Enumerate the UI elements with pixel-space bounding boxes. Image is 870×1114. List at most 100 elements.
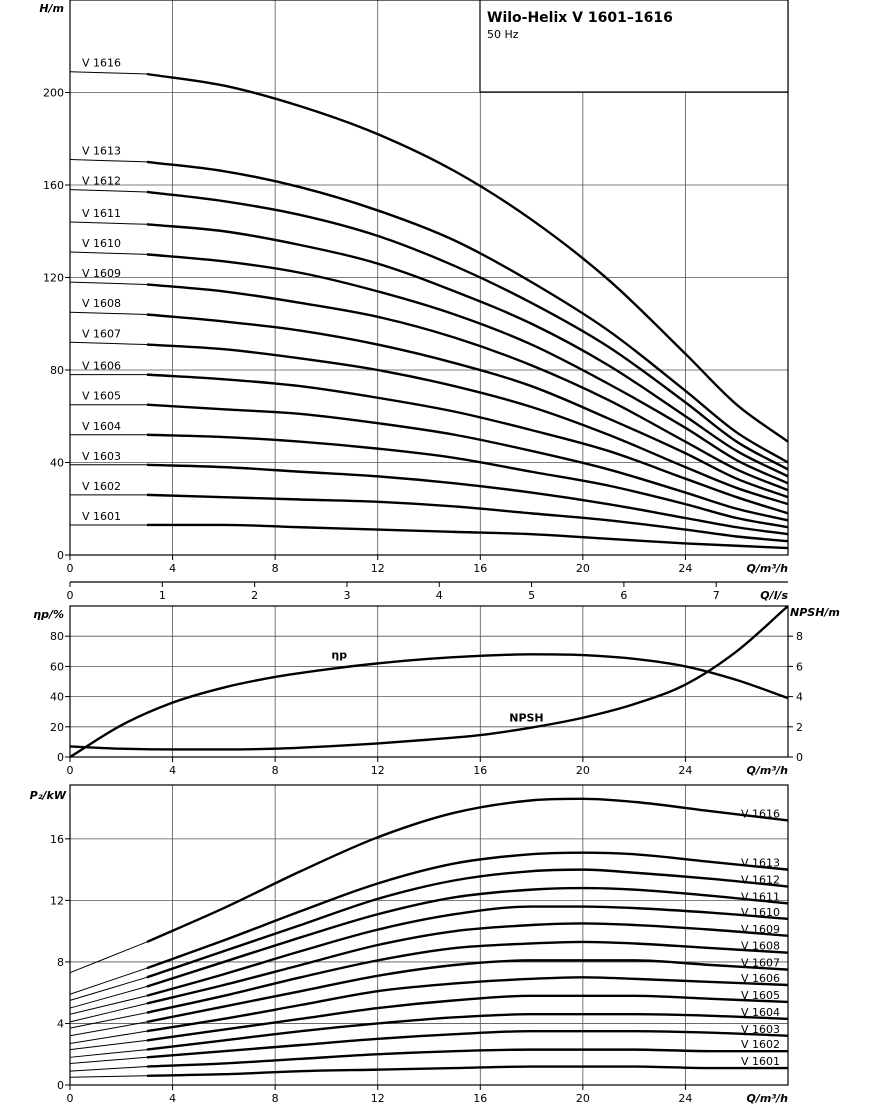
power-curve [146, 976, 789, 1033]
power-curve-label: V 1612 [741, 874, 780, 887]
head-curve-label: V 1605 [82, 390, 121, 403]
pow-xtick-label: 8 [272, 1092, 279, 1105]
power-curve-lead [69, 986, 148, 1009]
head-curve-lead [69, 251, 147, 255]
power-curve [146, 994, 789, 1042]
flow-ls-tick-label: 6 [620, 589, 627, 602]
pow-xtick-label: 0 [67, 1092, 74, 1105]
power-curve-lead [69, 1049, 147, 1058]
pow-ytick-label: 8 [57, 956, 64, 969]
power-curve [146, 851, 789, 970]
head-xtick-label: 16 [473, 562, 487, 575]
head-curve [146, 403, 789, 522]
npsh-ytick-label: 4 [796, 691, 803, 704]
head-curve-lead [69, 71, 147, 75]
power-curve-label: V 1609 [741, 923, 780, 936]
head-curve [146, 283, 789, 492]
power-curve [146, 940, 789, 1014]
power-curve-lead [69, 1021, 148, 1037]
head-curve-label: V 1611 [82, 207, 121, 220]
eff-ytick-label: 20 [50, 721, 64, 734]
power-curve-label: V 1602 [741, 1038, 780, 1051]
head-y-axis-label: H/m [39, 2, 64, 15]
power-curve [146, 1048, 788, 1068]
head-curve [146, 463, 789, 536]
pow-xtick-label: 24 [678, 1092, 692, 1105]
power-curve-label: V 1604 [741, 1006, 780, 1019]
power-curve [146, 1029, 789, 1059]
head-curve [146, 433, 789, 529]
power-curve-label: V 1616 [741, 807, 780, 820]
npsh-curve-label: NPSH [509, 712, 543, 725]
head-curve [146, 343, 789, 506]
head-curve-lead [69, 341, 147, 346]
head-ytick-label: 40 [50, 457, 64, 470]
flow-ls-tick-label: 0 [67, 589, 74, 602]
head-curve-lead [69, 311, 147, 315]
power-curve [146, 922, 789, 1005]
head-xtick-label: 8 [272, 562, 279, 575]
pow-ytick-label: 16 [50, 833, 64, 846]
head-curve [146, 253, 789, 485]
head-ytick-label: 120 [43, 272, 64, 285]
head-curve [146, 313, 789, 499]
eff-xtick-label: 4 [169, 764, 176, 777]
head-ytick-label: 200 [43, 87, 64, 100]
flow-ls-tick-label: 4 [436, 589, 443, 602]
head-curve-label: V 1601 [82, 510, 121, 523]
power-curve-label: V 1606 [741, 972, 780, 985]
power-curve-lead [69, 1039, 147, 1051]
head-xtick-label: 24 [678, 562, 692, 575]
head-curve-lead [69, 159, 147, 163]
head-curve [146, 72, 789, 443]
power-curve-lead [69, 1002, 148, 1023]
head-ytick-label: 0 [57, 549, 64, 562]
flow-ls-axis-label: Q/l/s [760, 589, 788, 602]
eff-ytick-label: 60 [50, 660, 64, 673]
head-ytick-label: 80 [50, 364, 64, 377]
head-curve-label: V 1610 [82, 237, 121, 250]
power-curve [146, 905, 789, 997]
head-xtick-label: 4 [169, 562, 176, 575]
head-curve-label: V 1612 [82, 175, 121, 188]
head-curve [146, 523, 789, 550]
flow-ls-tick-label: 7 [713, 589, 720, 602]
power-curve-label: V 1601 [741, 1055, 780, 1068]
pow-ytick-label: 4 [57, 1017, 64, 1030]
npsh-y-axis-label: NPSH/m [790, 606, 840, 619]
power-curve-label: V 1613 [741, 857, 780, 870]
power-curve-lead [69, 995, 148, 1015]
power-curve-label: V 1605 [741, 989, 780, 1002]
power-curve-label: V 1603 [741, 1023, 780, 1036]
npsh-ytick-label: 0 [796, 751, 803, 764]
flow-ls-tick-label: 5 [528, 589, 535, 602]
flow-ls-tick-label: 3 [343, 589, 350, 602]
eff-ytick-label: 40 [50, 691, 64, 704]
npsh-ytick-label: 6 [796, 660, 803, 673]
head-xtick-label: 12 [371, 562, 385, 575]
power-curve-lead [69, 941, 148, 974]
pow-xtick-label: 20 [576, 1092, 590, 1105]
head-curve-label: V 1608 [82, 297, 121, 310]
power-curve-lead [69, 1012, 148, 1029]
head-curve-label: V 1602 [82, 480, 121, 493]
title-box [479, 0, 789, 93]
head-curve [146, 223, 789, 478]
power-curve-label: V 1610 [741, 906, 780, 919]
head-xtick-label: 0 [67, 562, 74, 575]
eff-xtick-label: 16 [473, 764, 487, 777]
power-curve [146, 797, 789, 944]
power-curve [146, 1065, 788, 1077]
efficiency-curve-label: ηp [331, 648, 347, 661]
head-curve-lead [69, 221, 147, 225]
eff-y-axis-label: ηp/% [33, 608, 64, 621]
chart-subtitle: 50 Hz [487, 28, 519, 41]
pow-xtick-label: 4 [169, 1092, 176, 1105]
power-curve-label: V 1611 [741, 890, 780, 903]
power-curve-label: V 1607 [741, 957, 780, 970]
head-ytick-label: 160 [43, 179, 64, 192]
head-curve-label: V 1609 [82, 267, 121, 280]
eff-xtick-label: 8 [272, 764, 279, 777]
